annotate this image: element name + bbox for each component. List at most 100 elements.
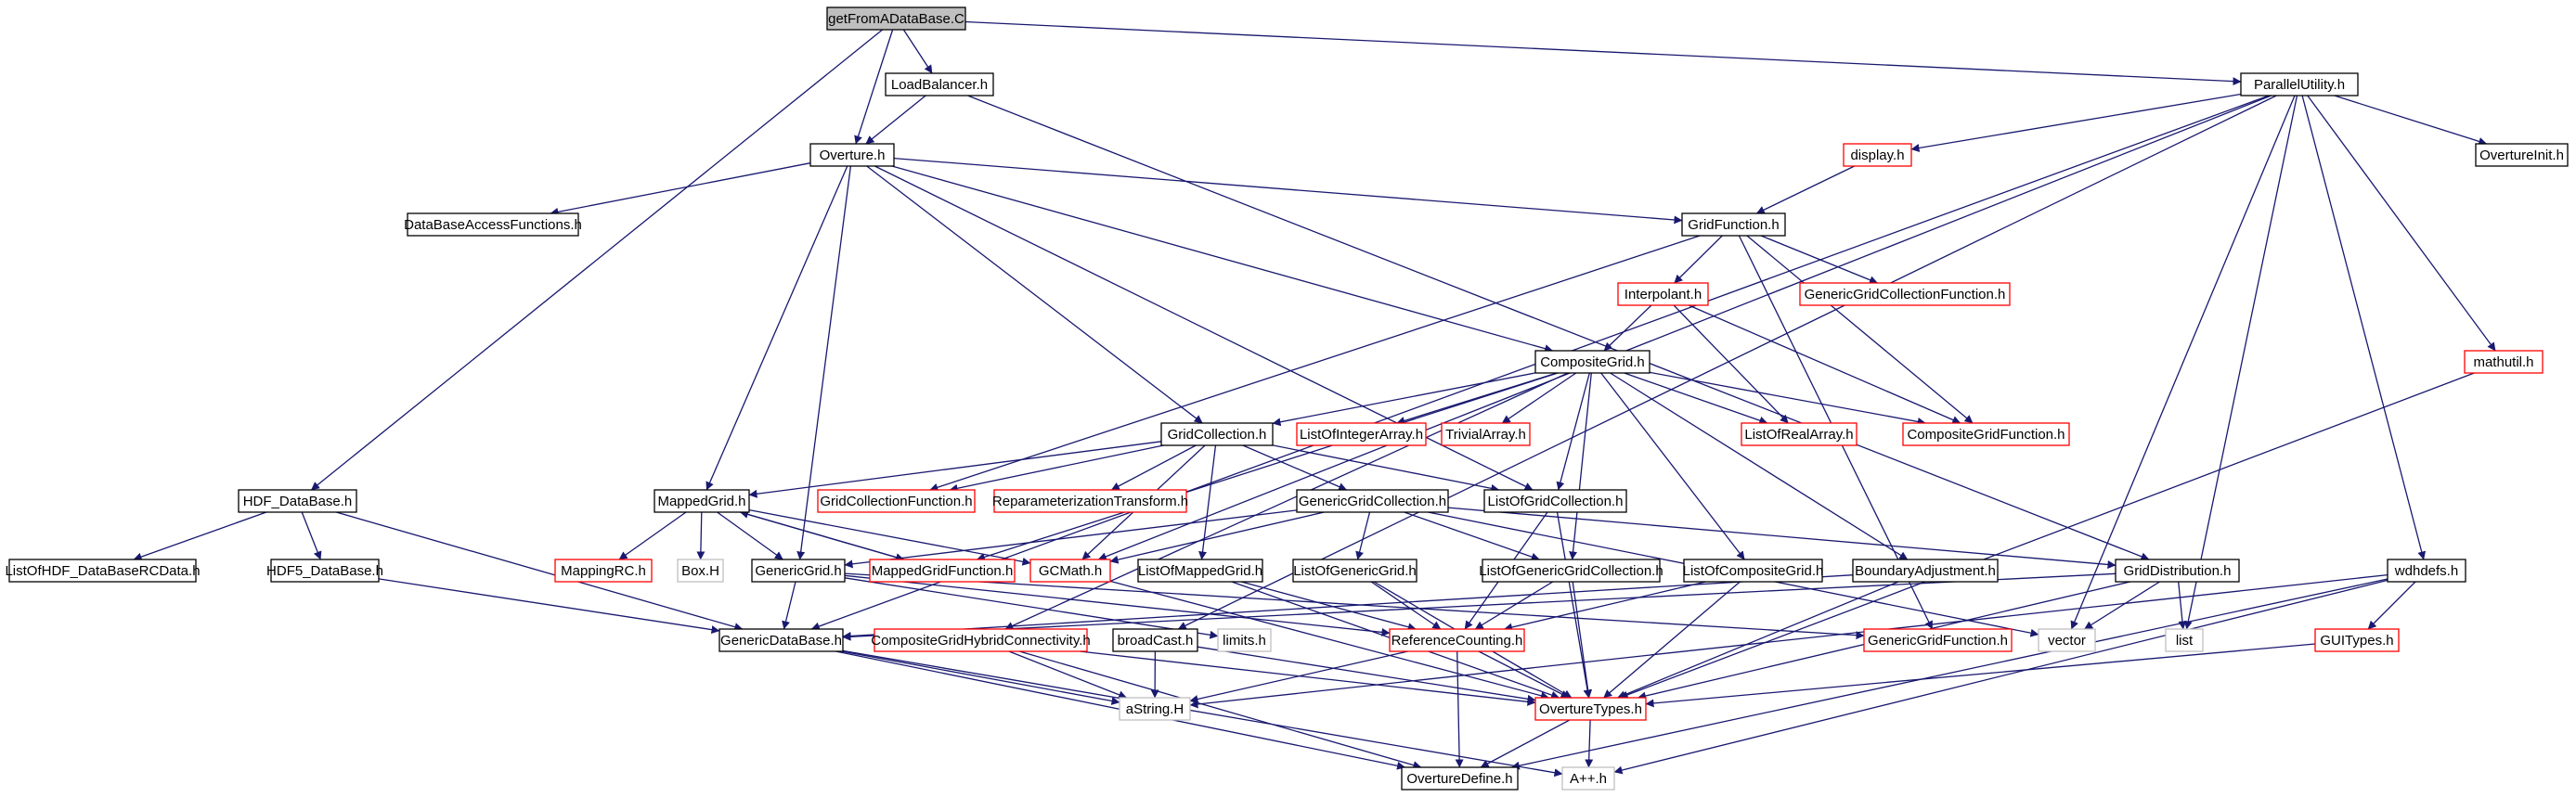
node-HDF_DataBase[interactable]: HDF_DataBase.h — [238, 489, 357, 513]
edge-HDF_DataBase-to-GenericDataBase — [336, 511, 744, 631]
node-box — [1741, 422, 1858, 446]
edge-ListOfGridCollection-to-OvertureTypes — [1556, 511, 1592, 699]
node-aString[interactable]: aString.H — [1119, 697, 1191, 721]
edge-GenericGridCollection-to-ListOfGenericGrid — [1355, 511, 1371, 560]
node-ListOfGenericGrid[interactable]: ListOfGenericGrid.h — [1292, 559, 1417, 583]
node-TrivialArray[interactable]: TrivialArray.h — [1441, 422, 1531, 446]
node-GridCollectionFunction[interactable]: GridCollectionFunction.h — [817, 489, 976, 513]
edge-GridFunction-to-GridCollectionFunction — [929, 235, 1701, 492]
edge-CompositeGrid-to-MappedGridFunction — [976, 372, 1559, 561]
node-broadCast[interactable]: broadCast.h — [1112, 628, 1198, 652]
node-label: LoadBalancer.h — [891, 77, 988, 93]
node-BoundaryAdjustment[interactable]: BoundaryAdjustment.h — [1852, 559, 1999, 583]
node-box — [2115, 559, 2240, 583]
node-GridFunction[interactable]: GridFunction.h — [1681, 212, 1786, 237]
node-GCMath[interactable]: GCMath.h — [1029, 559, 1111, 583]
node-ReparameterizationTransform[interactable]: ReparameterizationTransform.h — [992, 489, 1188, 513]
node-getFromADataBase[interactable]: getFromADataBase.C — [826, 6, 966, 31]
node-label: vector — [2048, 633, 2086, 649]
node-box — [554, 559, 653, 583]
node-Overture[interactable]: Overture.h — [809, 143, 895, 167]
node-label: GridDistribution.h — [2124, 563, 2232, 579]
node-label: GenericGridFunction.h — [1868, 633, 2008, 649]
node-box — [1296, 489, 1449, 513]
edge-GridFunction-to-CompositeGridFunction — [1746, 235, 1974, 424]
node-wdhdefs[interactable]: wdhdefs.h — [2387, 559, 2466, 583]
node-DataBaseAccessFunctions[interactable]: DataBaseAccessFunctions.h — [404, 212, 582, 237]
node-box — [1483, 489, 1627, 513]
node-GenericGrid[interactable]: GenericGrid.h — [751, 559, 846, 583]
node-GenericGridFunction[interactable]: GenericGridFunction.h — [1863, 628, 2013, 652]
node-GUITypes[interactable]: GUITypes.h — [2314, 628, 2400, 652]
edge-wdhdefs-to-GUITypes — [2367, 581, 2416, 630]
node-box — [826, 6, 966, 31]
node-OvertureDefine[interactable]: OvertureDefine.h — [1401, 766, 1519, 791]
node-box — [1119, 697, 1191, 721]
node-CompositeGridHybridConnectivity[interactable]: CompositeGridHybridConnectivity.h — [871, 628, 1091, 652]
node-Interpolant[interactable]: Interpolant.h — [1617, 282, 1709, 306]
edge-ListOfGenericGridCollection-to-OvertureTypes — [1572, 581, 1593, 699]
node-ListOfCompositeGrid[interactable]: ListOfCompositeGrid.h — [1683, 559, 1824, 583]
node-GridCollection[interactable]: GridCollection.h — [1160, 422, 1274, 446]
node-GenericDataBase[interactable]: GenericDataBase.h — [718, 628, 844, 652]
node-label: ListOfHDF_DataBaseRCData.h — [5, 563, 200, 579]
node-LoadBalancer[interactable]: LoadBalancer.h — [885, 72, 994, 96]
node-OvertureInit[interactable]: OvertureInit.h — [2475, 143, 2569, 167]
node-ListOfMappedGrid[interactable]: ListOfMappedGrid.h — [1137, 559, 1263, 583]
edge-display-to-GridFunction — [1755, 165, 1855, 214]
node-box — [1683, 559, 1823, 583]
edge-CompositeGridHybridConnectivity-to-aString — [1008, 650, 1128, 700]
node-ListOfHDF_DataBaseRCData[interactable]: ListOfHDF_DataBaseRCData.h — [5, 559, 201, 583]
node-CompositeGridFunction[interactable]: CompositeGridFunction.h — [1902, 422, 2070, 446]
edge-GridCollection-to-GridCollectionFunction — [949, 444, 1164, 493]
edge-wdhdefs-to-aString — [1189, 573, 2388, 709]
node-box — [2165, 628, 2204, 652]
edge-ReferenceCounting-to-aString — [1189, 650, 1408, 703]
node-limits[interactable]: limits.h — [1217, 628, 1272, 652]
node-box — [1029, 559, 1111, 583]
node-ReferenceCounting[interactable]: ReferenceCounting.h — [1389, 628, 1525, 652]
node-ListOfGenericGridCollection[interactable]: ListOfGenericGridCollection.h — [1479, 559, 1663, 583]
node-box — [8, 559, 197, 583]
node-MappedGridFunction[interactable]: MappedGridFunction.h — [869, 559, 1016, 583]
node-label: CompositeGrid.h — [1540, 354, 1645, 370]
node-vector[interactable]: vector — [2038, 628, 2096, 652]
node-box — [1902, 422, 2070, 446]
node-App[interactable]: A++.h — [1561, 766, 1615, 791]
node-CompositeGrid[interactable]: CompositeGrid.h — [1534, 350, 1650, 374]
edge-CompositeGridHybridConnectivity-to-OvertureDefine — [1018, 650, 1422, 769]
node-label: Overture.h — [820, 148, 886, 163]
edge-ParallelUtility-to-OvertureInit — [2334, 95, 2488, 146]
node-label: GUITypes.h — [2320, 633, 2393, 649]
node-GenericGridCollection[interactable]: GenericGridCollection.h — [1296, 489, 1449, 513]
edge-ListOfGenericGrid-to-ReferenceCounting — [1370, 581, 1442, 630]
node-label: HDF_DataBase.h — [243, 494, 353, 509]
node-display[interactable]: display.h — [1843, 143, 1912, 167]
node-MappingRC[interactable]: MappingRC.h — [554, 559, 653, 583]
edge-HDF_DataBase-to-HDF5_DataBase — [301, 511, 322, 560]
node-box — [1160, 422, 1274, 446]
node-ParallelUtility[interactable]: ParallelUtility.h — [2240, 72, 2359, 96]
edge-ParallelUtility-to-GCMath — [1097, 95, 2272, 561]
node-box — [751, 559, 846, 583]
edge-LoadBalancer-to-Overture — [865, 95, 926, 145]
edge-MappedGrid-to-GenericGrid — [717, 511, 783, 560]
node-MappedGrid[interactable]: MappedGrid.h — [654, 489, 750, 513]
node-ListOfRealArray[interactable]: ListOfRealArray.h — [1741, 422, 1858, 446]
node-OvertureTypes[interactable]: OvertureTypes.h — [1534, 697, 1647, 721]
node-label: broadCast.h — [1118, 633, 1194, 649]
node-list[interactable]: list — [2165, 628, 2204, 652]
node-GridDistribution[interactable]: GridDistribution.h — [2115, 559, 2240, 583]
node-mathutil[interactable]: mathutil.h — [2464, 350, 2544, 374]
node-label: list — [2176, 633, 2194, 649]
node-label: OvertureTypes.h — [1539, 701, 1642, 717]
node-box — [1482, 559, 1661, 583]
node-BoxH[interactable]: Box.H — [677, 559, 724, 583]
node-box — [1534, 350, 1650, 374]
node-ListOfGridCollection[interactable]: ListOfGridCollection.h — [1483, 489, 1627, 513]
node-HDF5_DataBase[interactable]: HDF5_DataBase.h — [266, 559, 383, 583]
node-GenericGridCollectionFunction[interactable]: GenericGridCollectionFunction.h — [1799, 282, 2011, 306]
node-ListOfIntegerArray[interactable]: ListOfIntegerArray.h — [1296, 422, 1427, 446]
edge-ListOfCompositeGrid-to-OvertureTypes — [1603, 581, 1741, 699]
